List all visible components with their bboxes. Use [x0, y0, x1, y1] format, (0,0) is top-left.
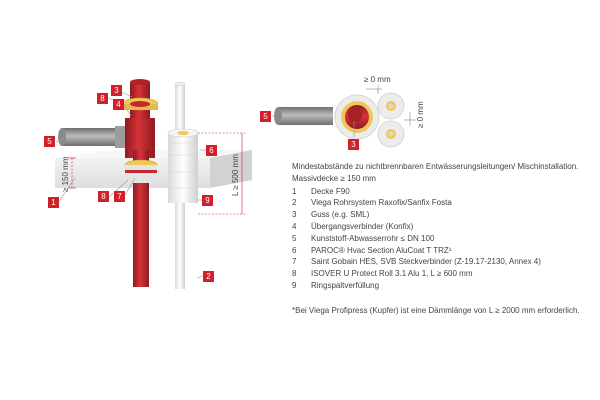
- gap-side-label: ≥ 0 mm: [416, 101, 425, 128]
- callout-3-topview: 3: [348, 139, 359, 150]
- slab-dim-label: ≥ 150 mm: [61, 156, 70, 192]
- insulation-rings: [121, 97, 159, 183]
- callout-5-topview: 5: [260, 111, 271, 122]
- callout-3: 3: [111, 85, 122, 96]
- callout-8-top: 8: [97, 93, 108, 104]
- footnote: *Bei Viega Profipress (Kupfer) ist eine …: [292, 305, 580, 315]
- length-dimension: L ≥ 500 mm: [198, 132, 246, 215]
- legend-heading: Mindestabstände zu nichtbrennbaren Entwä…: [292, 162, 579, 183]
- insulation-sleeve: [167, 128, 199, 203]
- legend: Mindestabstände zu nichtbrennbaren Entwä…: [292, 161, 592, 317]
- callout-9: 9: [202, 195, 213, 206]
- callout-2: 2: [203, 271, 214, 282]
- callout-8-bottom: 8: [98, 191, 109, 202]
- grey-waste-pipe: [58, 126, 127, 148]
- slab-dimension: ≥ 150 mm: [61, 156, 76, 192]
- callout-1: 1: [48, 197, 59, 208]
- callout-5: 5: [44, 136, 55, 147]
- length-dim-label: L ≥ 500 mm: [231, 154, 240, 196]
- gap-top-label: ≥ 0 mm: [364, 75, 391, 84]
- callout-7: 7: [114, 191, 125, 202]
- top-view: [272, 85, 416, 148]
- callout-6: 6: [206, 145, 217, 156]
- callout-4: 4: [113, 99, 124, 110]
